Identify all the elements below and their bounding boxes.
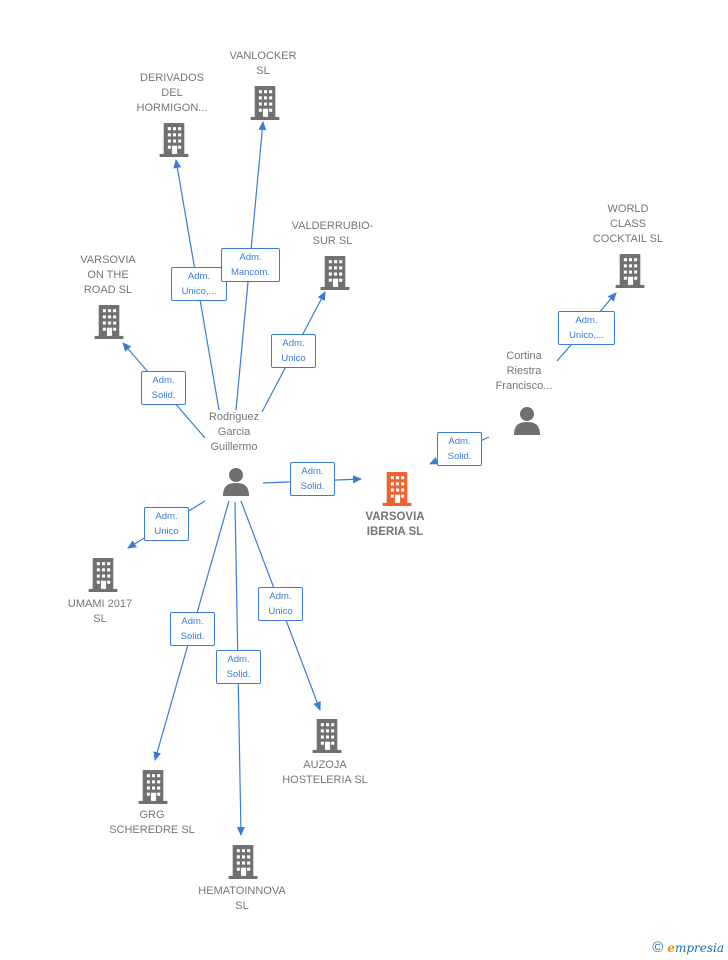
edge-label-grg: Adm. Solid. <box>170 612 215 646</box>
company-label-valderrubio[interactable]: VALDERRUBIO- SUR SL <box>291 220 374 247</box>
edge-label-umami: Adm. Unico <box>144 507 189 541</box>
building-icon[interactable] <box>615 253 645 288</box>
building-icon[interactable] <box>312 718 342 753</box>
company-label-derivados[interactable]: DERIVADOS DEL HORMIGON... <box>136 72 208 114</box>
company-label-varsovia-road[interactable]: VARSOVIA ON THE ROAD SL <box>80 254 136 296</box>
person-label-cortina[interactable]: Cortina Riestra Francisco... <box>495 350 553 392</box>
company-label-umami[interactable]: UMAMI 2017 SL <box>67 598 133 625</box>
company-label-world-class[interactable]: WORLD CLASS COCKTAIL SL <box>592 203 664 245</box>
edge-label-cortina-iberia: Adm. Solid. <box>437 432 482 466</box>
edge-label-vanlocker: Adm. Mancom. <box>221 248 280 282</box>
building-highlight-icon[interactable] <box>382 471 412 506</box>
person-icon[interactable] <box>221 466 251 496</box>
building-icon[interactable] <box>250 85 280 120</box>
company-label-varsovia-iberia[interactable]: VARSOVIA IBERIA SL <box>365 511 425 538</box>
person-label-rodriguez[interactable]: Rodriguez Garcia Guillermo <box>208 411 260 453</box>
company-label-vanlocker[interactable]: VANLOCKER SL <box>229 50 297 77</box>
edge-label-world-class: Adm. Unico,... <box>558 311 615 345</box>
edge-label-auzoja: Adm. Unico <box>258 587 303 621</box>
building-icon[interactable] <box>138 769 168 804</box>
building-icon[interactable] <box>159 122 189 157</box>
person-icon[interactable] <box>512 405 542 435</box>
company-label-hematoinnova[interactable]: HEMATOINNOVA SL <box>198 885 286 912</box>
brand-footer[interactable]: ©empresia <box>652 939 724 956</box>
edge-label-derivados: Adm. Unico,... <box>171 267 227 301</box>
building-icon[interactable] <box>88 557 118 592</box>
building-icon[interactable] <box>94 304 124 339</box>
brand-logo: empresia <box>667 941 724 955</box>
edge-label-valderrubio: Adm. Unico <box>271 334 316 368</box>
edge-label-varsovia-road: Adm. Solid. <box>141 371 186 405</box>
company-label-auzoja[interactable]: AUZOJA HOSTELERIA SL <box>282 759 368 786</box>
edge-label-hematoinnova: Adm. Solid. <box>216 650 261 684</box>
edge-label-varsovia-iberia: Adm. Solid. <box>290 462 335 496</box>
company-label-grg[interactable]: GRG SCHEREDRE SL <box>109 809 195 836</box>
copyright-icon: © <box>652 939 664 956</box>
building-icon[interactable] <box>320 255 350 290</box>
building-icon[interactable] <box>228 844 258 879</box>
